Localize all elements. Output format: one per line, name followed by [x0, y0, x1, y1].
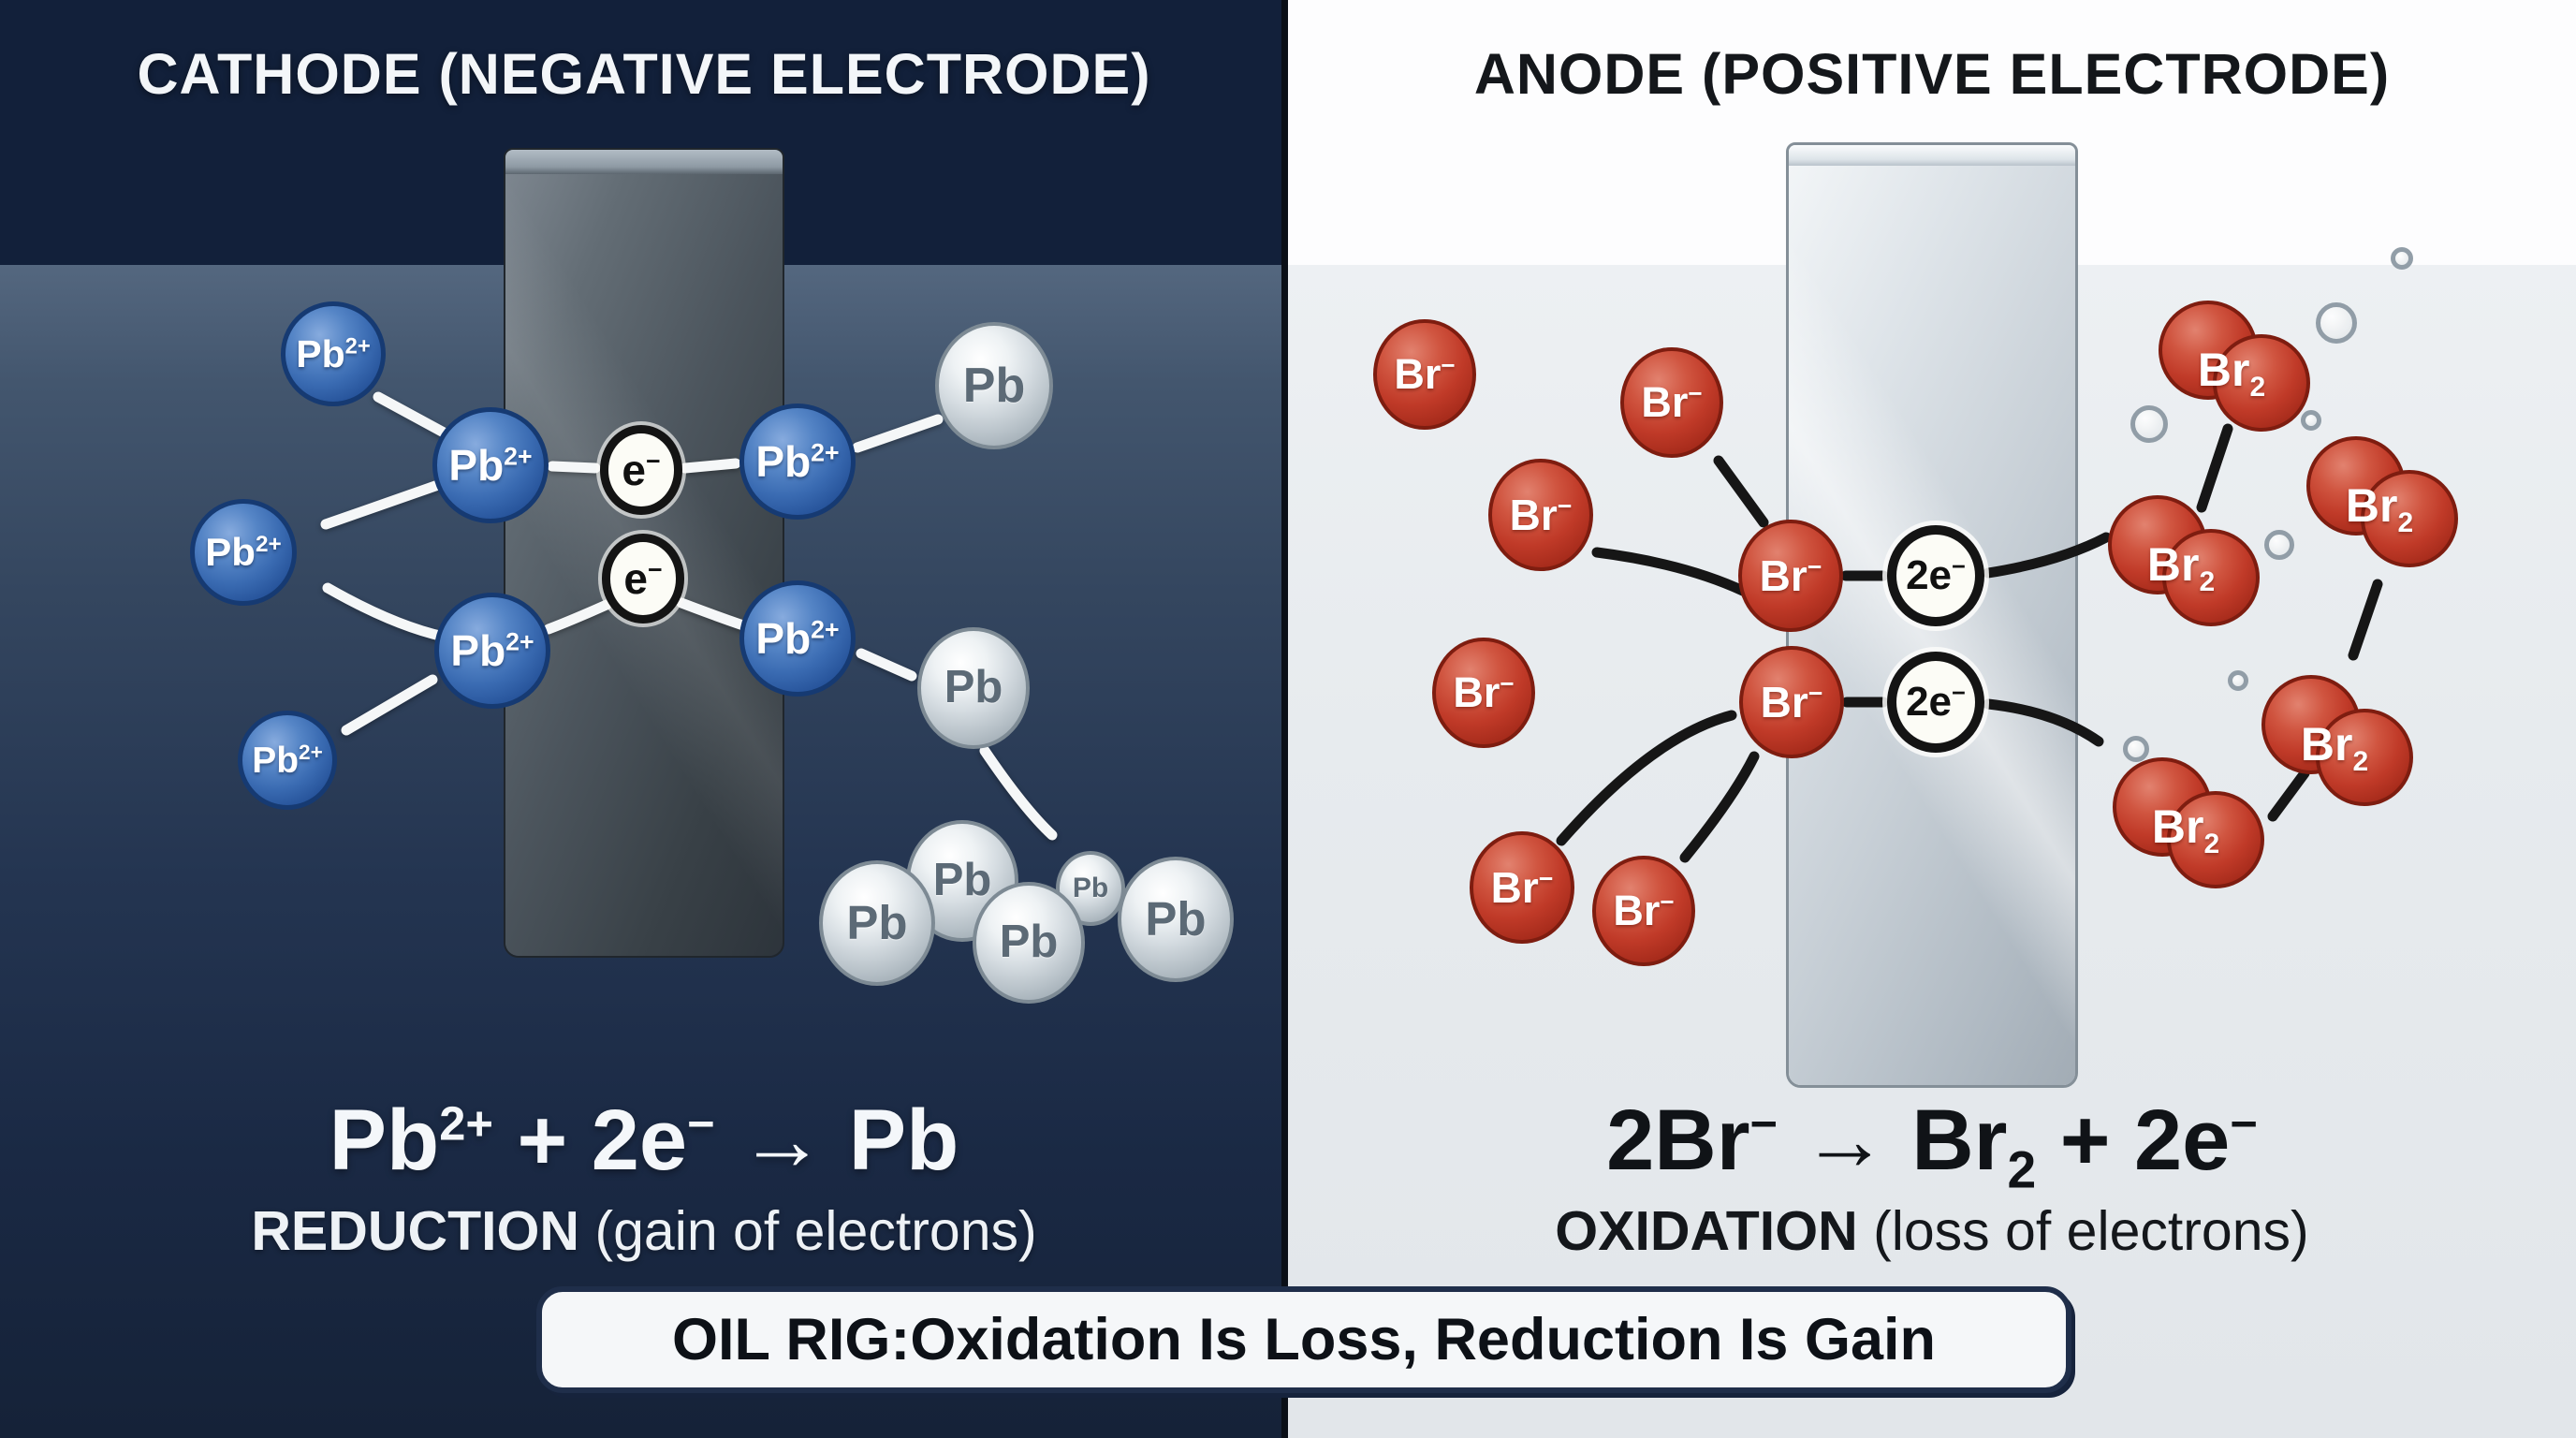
cathode-process-label: REDUCTION (gain of electrons)	[0, 1204, 1288, 1259]
cathode-electrode-sheen	[505, 174, 783, 956]
cathode-title: CATHODE (NEGATIVE ELECTRODE)	[137, 42, 1151, 106]
cathode-electrode	[504, 148, 784, 958]
anode-half-equation: 2Br− → Br2 + 2e−	[1606, 1093, 2258, 1199]
mnemonic-lead: OIL RIG:	[671, 1307, 911, 1372]
oxidation-note: (loss of electrons)	[1857, 1200, 2309, 1262]
cathode-electrode-front-face	[505, 174, 783, 956]
mnemonic-rest: Oxidation Is Loss, Reduction Is Gain	[910, 1307, 1936, 1372]
anode-electrode-sheen	[1789, 166, 2075, 1085]
oxidation-word: OXIDATION	[1555, 1200, 1858, 1262]
anode-electrode	[1786, 142, 2078, 1088]
anode-title: ANODE (POSITIVE ELECTRODE)	[1473, 42, 2391, 106]
cathode-electrode-top-face	[505, 150, 783, 174]
anode-process-label: OXIDATION (loss of electrons)	[1288, 1204, 2576, 1259]
reduction-word: REDUCTION	[251, 1200, 580, 1262]
anode-electrode-front-face	[1789, 166, 2075, 1085]
cathode-half-equation: Pb2+ + 2e− → Pb	[329, 1093, 959, 1188]
mnemonic-box: OIL RIG: Oxidation Is Loss, Reduction Is…	[536, 1286, 2071, 1393]
anode-electrode-top-face	[1789, 145, 2075, 166]
reduction-note: (gain of electrons)	[579, 1200, 1037, 1262]
panel-divider	[1281, 0, 1288, 1438]
